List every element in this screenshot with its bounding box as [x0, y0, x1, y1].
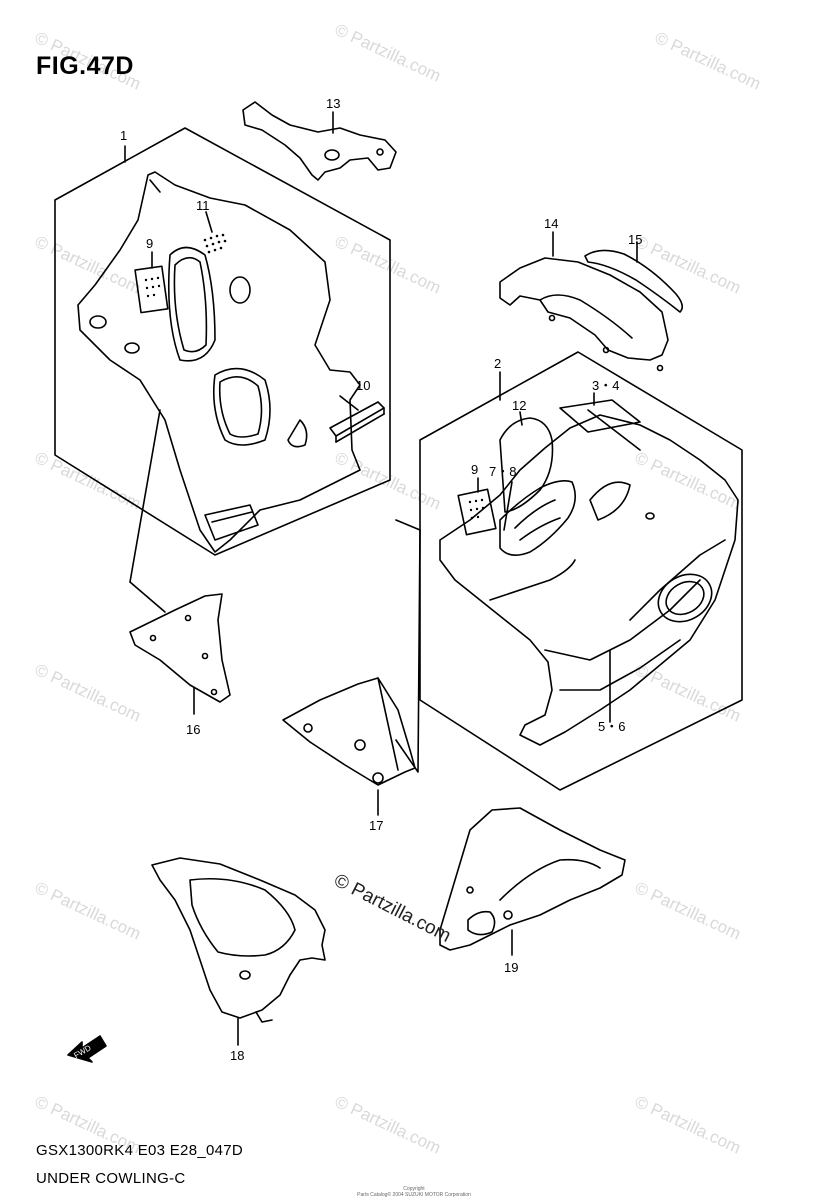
callout-17: 17 [369, 818, 383, 833]
footer-diagram-name: UNDER COWLING-C [36, 1170, 186, 1187]
footer-diagram-code: GSX1300RK4 E03 E28_047D [36, 1142, 244, 1159]
part-13-bracket [242, 101, 397, 181]
callout-10: 10 [356, 378, 370, 393]
copyright-note: Copyright Parts Catalog© 2004 SUZUKI MOT… [0, 1186, 828, 1198]
callout-12: 12 [512, 398, 526, 413]
group-box-part-2 [419, 351, 743, 791]
figure-title: FIG.47D [36, 52, 134, 80]
part-19-lower-cowling [439, 807, 626, 951]
callout-3-4: 3・4 [592, 378, 619, 393]
part-14-cover [499, 257, 669, 361]
part-18-under-cowling [151, 857, 326, 1019]
callout-7-8: 7・8 [489, 464, 516, 479]
copyright-line-2: Parts Catalog© 2004 SUZUKI MOTOR Corpora… [357, 1192, 471, 1198]
callout-16: 16 [186, 722, 200, 737]
callout-14: 14 [544, 216, 558, 231]
part-9-label-right [457, 488, 497, 536]
callout-5-6: 5・6 [598, 719, 625, 734]
fwd-arrow-icon [67, 1035, 107, 1063]
part-15-trim [584, 249, 684, 313]
part-1-under-cowling-left [77, 171, 361, 553]
copyright-line-1: Copyright [403, 1186, 425, 1192]
callout-11: 11 [196, 198, 210, 213]
part-16-panel [129, 593, 231, 703]
callout-9-right: 9 [471, 462, 478, 477]
part-2-side-cowling [439, 414, 739, 746]
callout-19: 19 [504, 960, 518, 975]
callout-18: 18 [230, 1048, 244, 1063]
callout-2: 2 [494, 356, 501, 371]
part-11-label-dots [203, 233, 227, 254]
callout-13: 13 [326, 96, 340, 111]
part-17-panel [282, 677, 416, 786]
part-9-label-left [134, 265, 169, 314]
group-box-part-1 [54, 127, 391, 556]
callout-15: 15 [628, 232, 642, 247]
callout-9-left: 9 [146, 236, 153, 251]
callout-1: 1 [120, 128, 127, 143]
part-12-bracket [499, 417, 554, 513]
